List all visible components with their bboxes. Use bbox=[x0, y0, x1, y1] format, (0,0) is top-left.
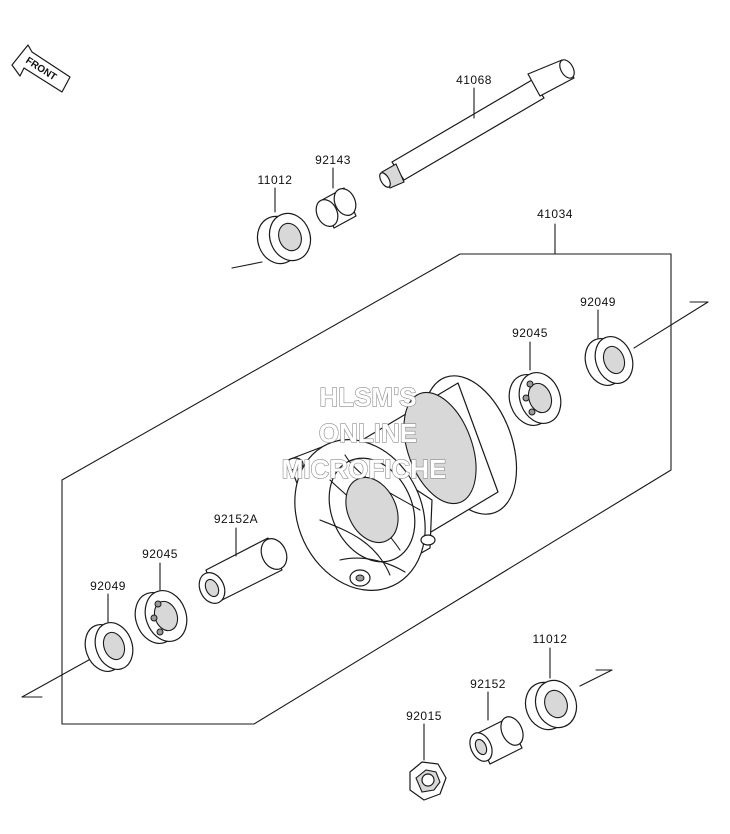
part-label-11012-bottom: 11012 bbox=[533, 632, 568, 646]
part-label-92049-right: 92049 bbox=[580, 295, 616, 309]
bearing-92045-right bbox=[508, 341, 562, 426]
oil-seal-92049-right bbox=[584, 301, 709, 386]
spacer-92143 bbox=[315, 167, 357, 229]
part-label-92045-right: 92045 bbox=[512, 326, 548, 340]
part-label-11012-top: 11012 bbox=[258, 173, 293, 187]
part-label-92143: 92143 bbox=[315, 153, 351, 167]
watermark-line-3: MICROFICHE bbox=[282, 454, 447, 484]
part-label-92045-left: 92045 bbox=[142, 547, 178, 561]
watermark-line-1: HLSM'S bbox=[319, 382, 416, 412]
watermark: HLSM'S ONLINE MICROFICHE bbox=[281, 381, 447, 484]
part-label-41068: 41068 bbox=[456, 73, 492, 87]
part-label-92049-left: 92049 bbox=[90, 579, 126, 593]
nut-92015 bbox=[409, 723, 447, 801]
wheel-hub-41034 bbox=[286, 375, 518, 591]
hub-bracket-outline bbox=[61, 223, 672, 725]
watermark-line-2: ONLINE bbox=[319, 418, 417, 448]
part-label-92152: 92152 bbox=[470, 677, 506, 691]
oil-seal-11012-bottom bbox=[524, 647, 613, 731]
oil-seal-92049-left bbox=[21, 593, 134, 698]
part-label-92015: 92015 bbox=[406, 709, 442, 723]
part-label-92152a: 92152A bbox=[214, 512, 258, 526]
front-arrow-icon: FRONT bbox=[11, 44, 71, 93]
bearing-92045-left bbox=[134, 562, 188, 644]
spacer-92152 bbox=[469, 691, 524, 765]
oil-seal-11012-top bbox=[231, 187, 312, 269]
spacer-92152a bbox=[198, 527, 288, 604]
part-label-41034: 41034 bbox=[537, 207, 573, 221]
axle-41068 bbox=[379, 59, 575, 189]
